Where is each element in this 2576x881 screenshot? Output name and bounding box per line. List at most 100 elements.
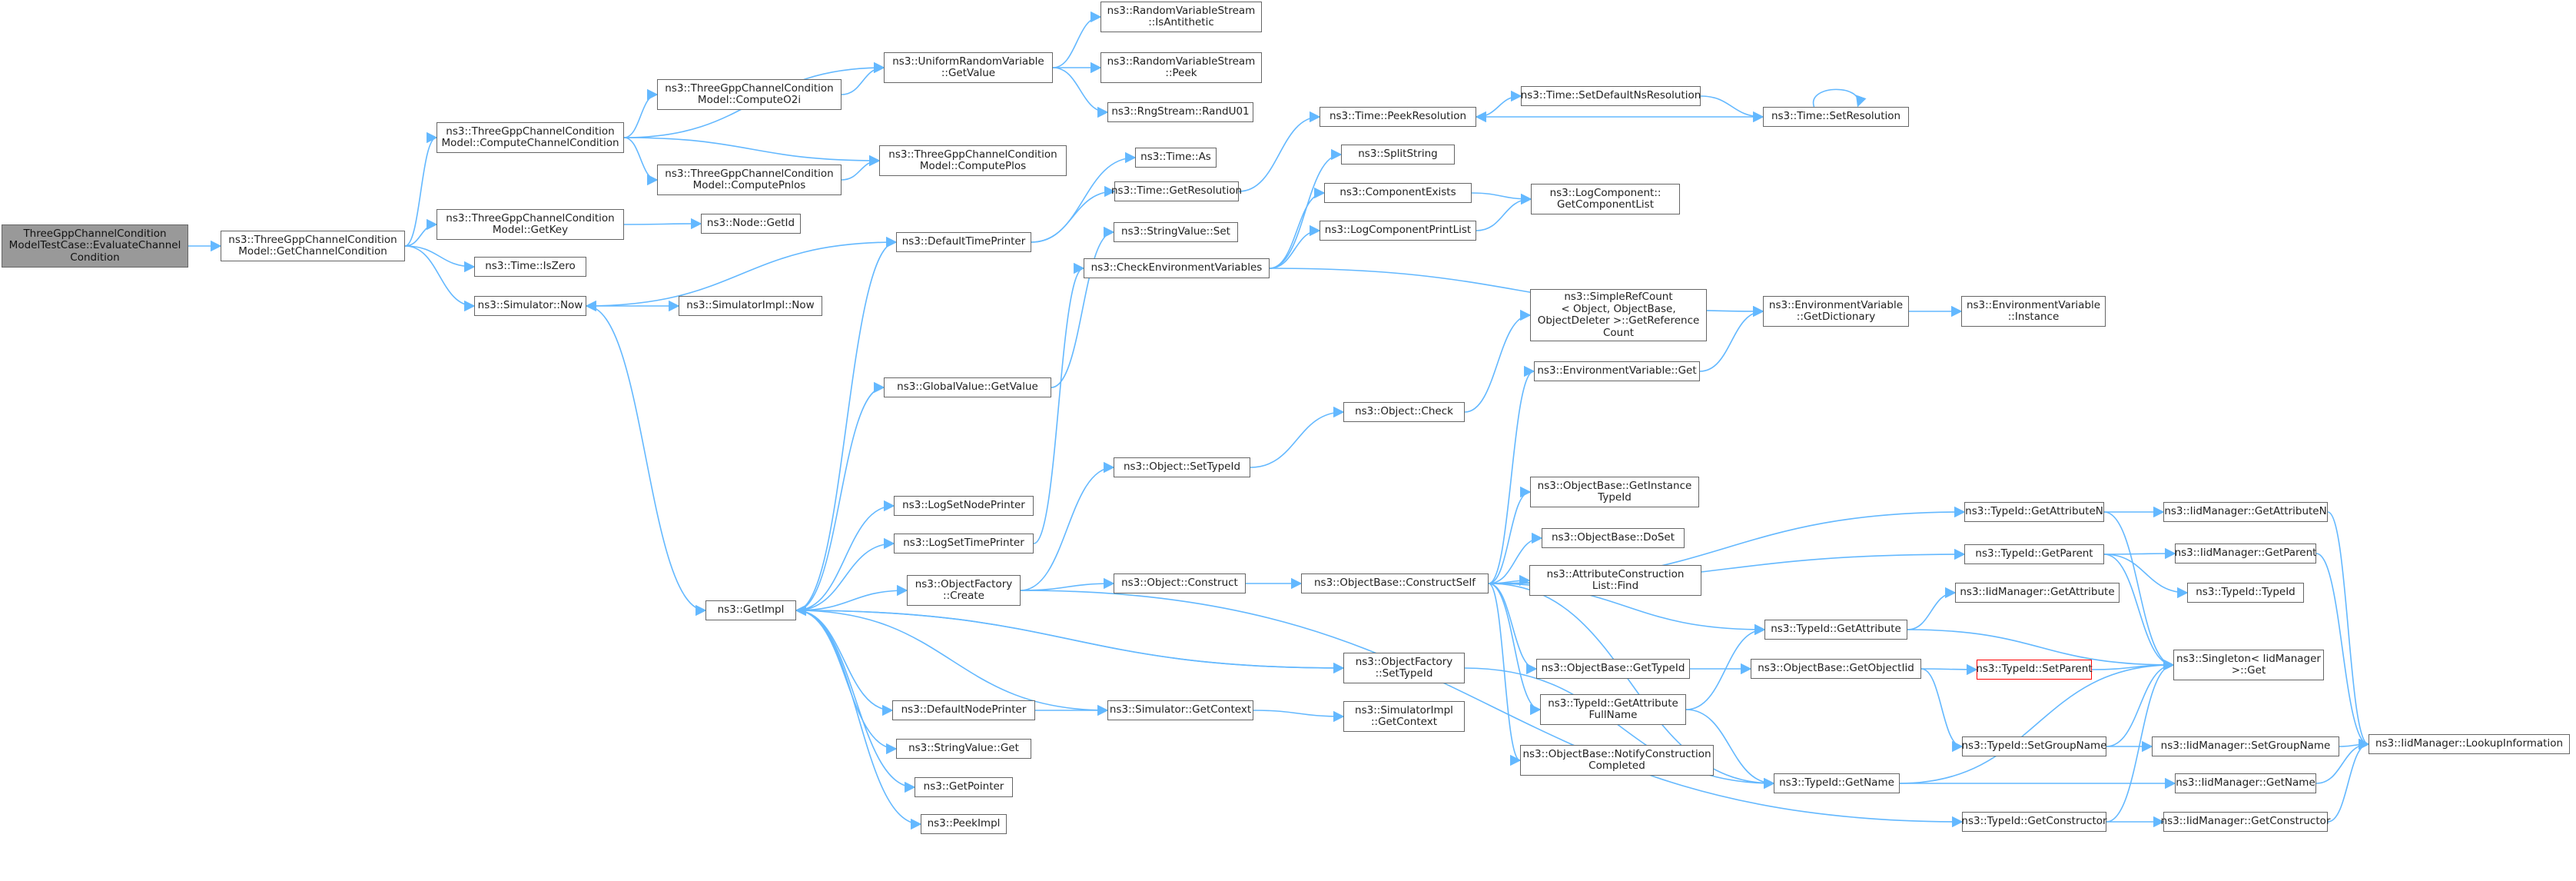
node-strvalget[interactable]: ns3::StringValue::Get <box>896 739 1031 759</box>
edge-iidgetparent-to-iidlookup <box>2315 553 2370 750</box>
node-peek[interactable]: ns3::RandomVariableStream::Peek <box>1100 52 1262 83</box>
edge-tidsetgroup-to-singleton <box>2106 659 2175 747</box>
node-strvalset[interactable]: ns3::StringValue::Set <box>1114 222 1238 242</box>
node-obgettid[interactable]: ns3::ObjectBase::GetTypeId <box>1536 659 1690 679</box>
edge-constructself-to-doset <box>1488 532 1543 584</box>
node-tidgetattrn[interactable]: ns3::TypeId::GetAttributeN <box>1964 502 2104 522</box>
node-nodegetid[interactable]: ns3::Node::GetId <box>701 214 801 234</box>
node-label-line: ns3::SplitString <box>1358 148 1438 161</box>
edge-getimpl-to-defnodeprinter <box>795 610 894 716</box>
edge-constructself-to-getinsttid <box>1488 486 1532 584</box>
node-iidlookup[interactable]: ns3::IidManager::LookupInformation <box>2369 734 2570 754</box>
node-tidsetgroup[interactable]: ns3::TypeId::SetGroupName <box>1961 736 2107 756</box>
node-singleton[interactable]: ns3::Singleton< IidManager>::Get <box>2173 650 2324 680</box>
node-label-line: ns3::ThreeGppChannelCondition <box>446 125 615 138</box>
node-getres[interactable]: ns3::Time::GetResolution <box>1111 181 1242 201</box>
node-label-line: FullName <box>1588 709 1638 721</box>
node-timeas[interactable]: ns3::Time::As <box>1135 148 1217 168</box>
node-getimpl[interactable]: ns3::GetImpl <box>705 600 796 620</box>
node-label-line: ModelTestCase::EvaluateChannel <box>8 239 181 252</box>
node-compexists[interactable]: ns3::ComponentExists <box>1324 183 1472 203</box>
node-checkenv[interactable]: ns3::CheckEnvironmentVariables <box>1084 258 1270 278</box>
node-tidgetparent[interactable]: ns3::TypeId::GetParent <box>1964 544 2104 564</box>
node-label-line: ns3::PeekImpl <box>927 817 1001 830</box>
node-simimplnow[interactable]: ns3::SimulatorImpl::Now <box>679 296 822 316</box>
edge-computecc-to-plos <box>623 137 881 167</box>
node-getcomplist[interactable]: ns3::LogComponent::GetComponentList <box>1531 184 1680 214</box>
edge-o2i-to-urv <box>841 62 885 95</box>
node-label-line: ns3::LogSetNodePrinter <box>902 499 1025 512</box>
edge-constructself-to-getattrfull <box>1488 583 1542 716</box>
node-randu01[interactable]: ns3::RngStream::RandU01 <box>1107 102 1253 122</box>
node-objconstruct[interactable]: ns3::Object::Construct <box>1114 573 1246 593</box>
node-envgetdict[interactable]: ns3::EnvironmentVariable::GetDictionary <box>1763 296 1909 327</box>
node-label-line: ::Create <box>943 590 984 602</box>
node-defnodeprinter[interactable]: ns3::DefaultNodePrinter <box>892 700 1035 720</box>
node-label-line: ns3::TypeId::SetGroupName <box>1961 740 2107 753</box>
node-objfactsettid[interactable]: ns3::ObjectFactory::SetTypeId <box>1343 653 1465 683</box>
node-getpointer[interactable]: ns3::GetPointer <box>915 777 1013 797</box>
node-tidgetctor[interactable]: ns3::TypeId::GetConstructor <box>1961 812 2107 832</box>
node-iszero[interactable]: ns3::Time::IsZero <box>474 257 586 277</box>
node-settypeid[interactable]: ns3::Object::SetTypeId <box>1114 457 1250 477</box>
node-iidgetparent[interactable]: ns3::IidManager::GetParent <box>2175 544 2316 564</box>
node-setres[interactable]: ns3::Time::SetResolution <box>1763 107 1909 127</box>
node-simimplgetctx[interactable]: ns3::SimulatorImpl::GetContext <box>1343 701 1465 732</box>
node-tidtid[interactable]: ns3::TypeId::TypeId <box>2187 583 2304 603</box>
node-globalgetval[interactable]: ns3::GlobalValue::GetValue <box>884 377 1051 397</box>
edge-getimpl-to-logsetnode <box>795 500 895 611</box>
node-label-line: ns3::EnvironmentVariable <box>1966 298 2101 311</box>
node-iidgetattr[interactable]: ns3::IidManager::GetAttribute <box>1955 583 2120 603</box>
node-label-line: ns3::IidManager::SetGroupName <box>2160 740 2331 753</box>
edge-objfactsettid-to-getimpl <box>795 604 1344 669</box>
node-label-line: ns3::RandomVariableStream <box>1107 4 1256 17</box>
node-objcheck[interactable]: ns3::Object::Check <box>1343 402 1465 422</box>
node-label-line: ns3::EnvironmentVariable <box>1768 298 1904 311</box>
node-objfactcreate[interactable]: ns3::ObjectFactory::Create <box>907 575 1021 606</box>
node-tidsetparent[interactable]: ns3::TypeId::SetParent <box>1976 660 2093 680</box>
node-deftimeprinter[interactable]: ns3::DefaultTimePrinter <box>896 232 1031 252</box>
node-tidgetname[interactable]: ns3::TypeId::GetName <box>1774 773 1900 793</box>
edge-iidgetctor-to-iidlookup <box>2327 738 2370 823</box>
node-label-line: Model::ComputePlos <box>919 160 1027 172</box>
node-refcount[interactable]: ns3::SimpleRefCount< Object, ObjectBase,… <box>1530 289 1707 341</box>
node-logcomplist[interactable]: ns3::LogComponentPrintList <box>1320 221 1476 241</box>
node-iidsetgroup[interactable]: ns3::IidManager::SetGroupName <box>2152 736 2339 756</box>
node-doset[interactable]: ns3::ObjectBase::DoSet <box>1542 528 1685 548</box>
node-label-line: ns3::TypeId::TypeId <box>2196 586 2295 599</box>
node-label-line: ns3::IidManager::GetAttribute <box>1960 586 2115 599</box>
node-logsettime[interactable]: ns3::LogSetTimePrinter <box>894 534 1034 554</box>
node-obgetobjtid[interactable]: ns3::ObjectBase::GetObjectIid <box>1751 659 1921 679</box>
node-label-line: ns3::Singleton< IidManager <box>2176 652 2321 665</box>
node-iidgetname[interactable]: ns3::IidManager::GetName <box>2175 773 2316 793</box>
node-iidgetctor[interactable]: ns3::IidManager::GetConstructor <box>2161 812 2330 832</box>
edge-checkenv-to-logcomplist <box>1269 224 1321 269</box>
node-simgetctx[interactable]: ns3::Simulator::GetContext <box>1107 700 1253 720</box>
node-logsetnode[interactable]: ns3::LogSetNodePrinter <box>894 496 1034 516</box>
node-simnow[interactable]: ns3::Simulator::Now <box>474 296 586 316</box>
node-peekimpl[interactable]: ns3::PeekImpl <box>921 814 1007 834</box>
node-envget[interactable]: ns3::EnvironmentVariable::Get <box>1534 361 1700 381</box>
node-label-line: ns3::IidManager::LookupInformation <box>2375 737 2564 750</box>
node-tidgetattr[interactable]: ns3::TypeId::GetAttribute <box>1764 620 1907 640</box>
node-label-line: ns3::StringValue::Get <box>908 742 1019 755</box>
node-setdefns[interactable]: ns3::Time::SetDefaultNsResolution <box>1521 86 1701 106</box>
node-isanti[interactable]: ns3::RandomVariableStream::IsAntithetic <box>1100 2 1262 32</box>
node-constructself[interactable]: ns3::ObjectBase::ConstructSelf <box>1301 573 1489 593</box>
node-peekres[interactable]: ns3::Time::PeekResolution <box>1320 107 1476 127</box>
edge-computecc-to-pnlos <box>623 137 659 186</box>
node-envinst[interactable]: ns3::EnvironmentVariable::Instance <box>1961 296 2106 327</box>
node-urv[interactable]: ns3::UniformRandomVariable::GetValue <box>884 52 1053 83</box>
node-iidgetattrn[interactable]: ns3::IidManager::GetAttributeN <box>2163 502 2328 522</box>
node-splitstr[interactable]: ns3::SplitString <box>1341 145 1455 165</box>
